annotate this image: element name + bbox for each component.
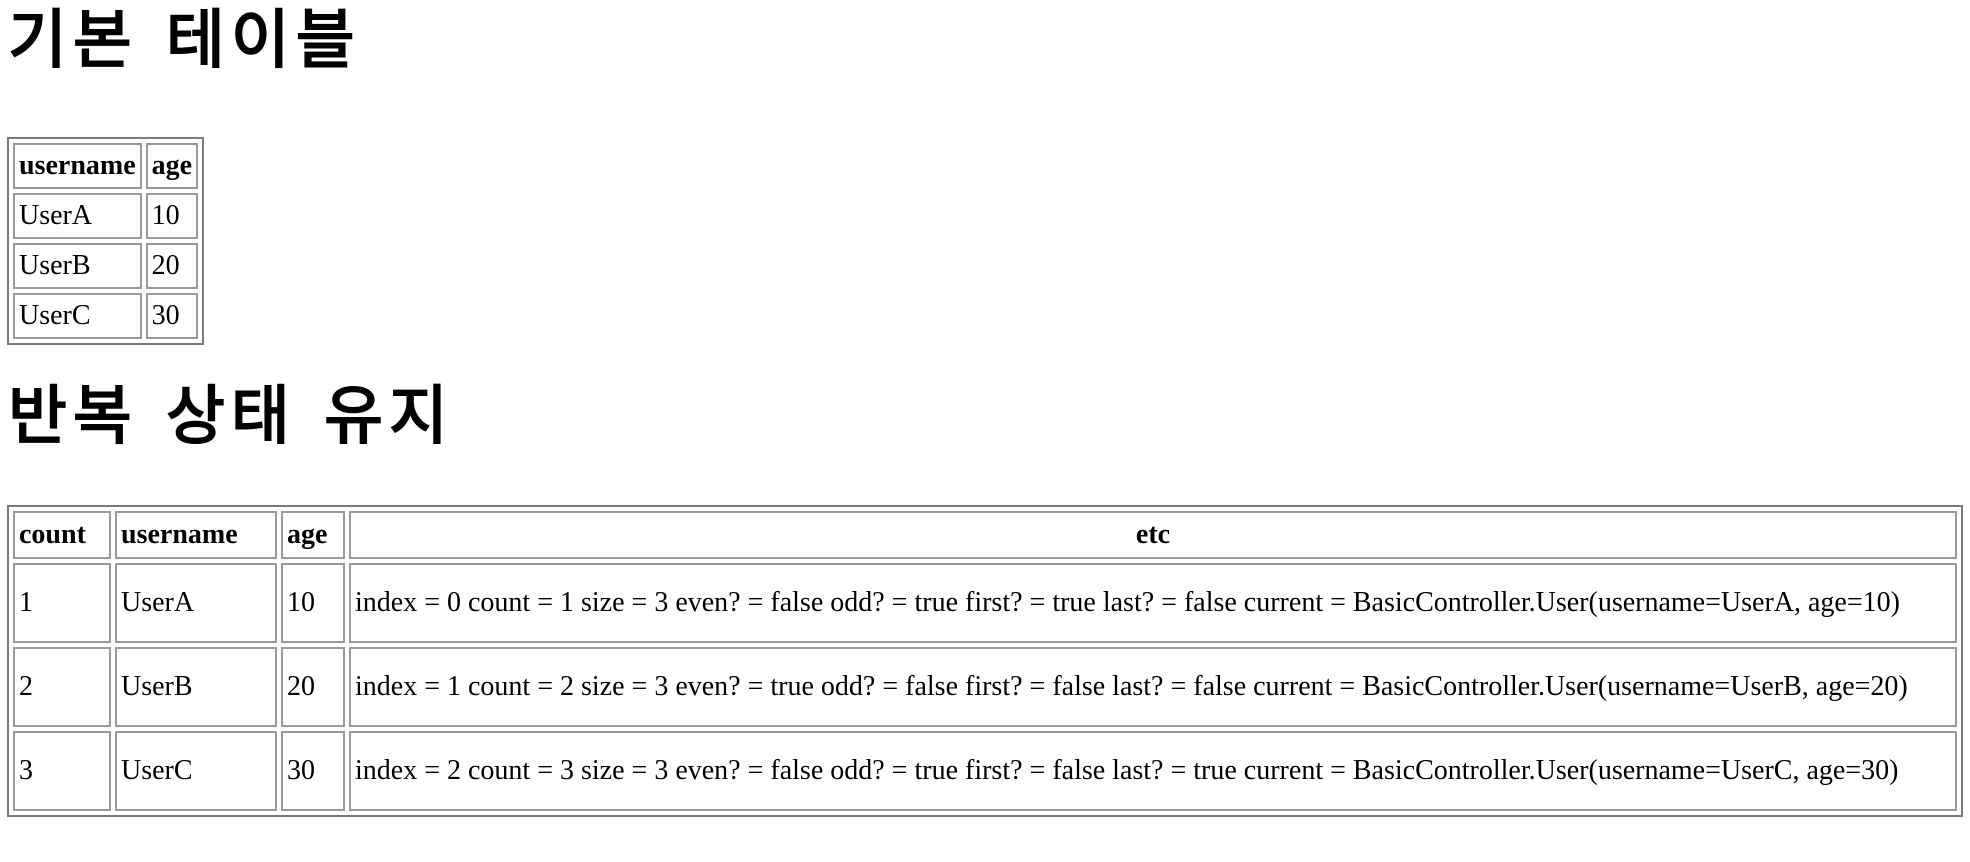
table-row: 3 UserC 30 index = 2 count = 3 size = 3 … <box>13 731 1957 811</box>
cell-username: UserA <box>115 563 277 643</box>
cell-username: UserC <box>115 731 277 811</box>
cell-username: UserB <box>13 243 142 289</box>
table-row: 2 UserB 20 index = 1 count = 2 size = 3 … <box>13 647 1957 727</box>
cell-count: 1 <box>13 563 111 643</box>
basic-table-title: 기본 테이블 <box>8 3 361 78</box>
table-row: UserB 20 <box>13 243 199 289</box>
basic-table: username age UserA 10 UserB 20 UserC 30 <box>7 137 205 345</box>
cell-etc: index = 1 count = 2 size = 3 even? = tru… <box>349 647 1957 727</box>
cell-age: 30 <box>145 293 199 339</box>
cell-age: 10 <box>281 563 345 643</box>
header-etc: etc <box>349 511 1957 559</box>
cell-age: 20 <box>281 647 345 727</box>
table-header-row: count username age etc <box>13 511 1957 559</box>
header-age: age <box>145 143 199 189</box>
cell-etc: index = 2 count = 3 size = 3 even? = fal… <box>349 731 1957 811</box>
cell-count: 3 <box>13 731 111 811</box>
cell-username: UserC <box>13 293 142 339</box>
header-age: age <box>281 511 345 559</box>
iteration-table-title: 반복 상태 유지 <box>8 379 454 454</box>
table-row: UserC 30 <box>13 293 199 339</box>
cell-username: UserA <box>13 193 142 239</box>
header-username: username <box>13 143 142 189</box>
table-row: UserA 10 <box>13 193 199 239</box>
cell-age: 10 <box>145 193 199 239</box>
cell-age: 20 <box>145 243 199 289</box>
cell-etc: index = 0 count = 1 size = 3 even? = fal… <box>349 563 1957 643</box>
table-row: 1 UserA 10 index = 0 count = 1 size = 3 … <box>13 563 1957 643</box>
header-username: username <box>115 511 277 559</box>
iteration-table: count username age etc 1 UserA 10 index … <box>7 505 1963 817</box>
header-count: count <box>13 511 111 559</box>
cell-username: UserB <box>115 647 277 727</box>
cell-count: 2 <box>13 647 111 727</box>
table-header-row: username age <box>13 143 199 189</box>
cell-age: 30 <box>281 731 345 811</box>
